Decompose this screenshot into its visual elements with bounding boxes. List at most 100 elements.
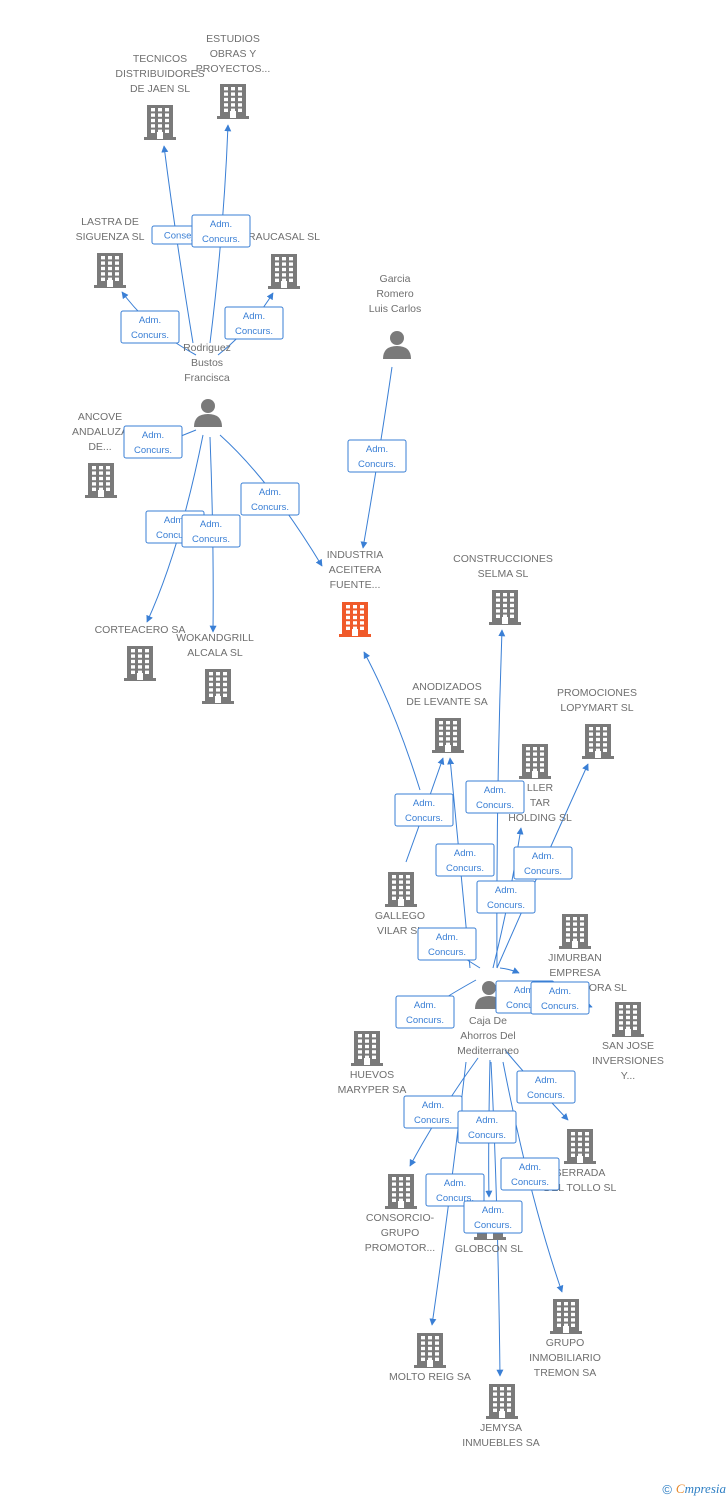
edge-label-text: Concurs. bbox=[506, 1000, 544, 1011]
node-label: WOKANDGRILL bbox=[176, 632, 254, 644]
building-icon bbox=[519, 744, 551, 779]
edge-label[interactable]: Adm.Concurs. bbox=[425, 1173, 485, 1207]
node-label: CONSTRUCCIONES bbox=[453, 553, 553, 565]
node-label: ALCALA SL bbox=[187, 647, 243, 659]
edge-label[interactable]: Adm. Concurs. bbox=[395, 995, 455, 1029]
edge-label-text: Adm. bbox=[436, 932, 458, 943]
node-label: ANDALUZA bbox=[72, 426, 128, 438]
node-label: TAR bbox=[530, 797, 551, 809]
edge-label[interactable]: Adm.Concurs. bbox=[530, 981, 590, 1015]
edge-label-text: Concurs. bbox=[202, 234, 240, 245]
node-label: Luis Carlos bbox=[369, 303, 422, 315]
building-icon bbox=[489, 590, 521, 625]
node-label: Garcia bbox=[380, 273, 411, 285]
node-corteacero[interactable]: CORTEACERO SA bbox=[95, 624, 186, 681]
edge-label[interactable]: Adm. Concurs. bbox=[191, 214, 251, 248]
node-label: INDUSTRIA bbox=[327, 549, 384, 561]
edge-label-box bbox=[463, 1200, 523, 1234]
edge-label[interactable]: Adm.Concurs. bbox=[394, 793, 454, 827]
edge-label-text: Adm. bbox=[414, 1000, 436, 1011]
node-jemysa[interactable]: JEMYSA INMUEBLES SA bbox=[462, 1384, 540, 1449]
edge-label[interactable]: Adm.Concurs. bbox=[224, 306, 284, 340]
node-industria[interactable]: INDUSTRIAACEITERAFUENTE... bbox=[327, 549, 384, 637]
node-construcciones[interactable]: CONSTRUCCIONES SELMA SL bbox=[453, 553, 553, 625]
edge-label[interactable]: Adm.Concurs. bbox=[500, 1157, 560, 1191]
edge-label-text: Concurs. bbox=[436, 1193, 474, 1204]
node-wokandgrill[interactable]: WOKANDGRILL ALCALA SL bbox=[176, 632, 254, 704]
building-icon bbox=[94, 253, 126, 288]
edge-label-text: Adm. bbox=[259, 487, 281, 498]
edge-label-text: Adm. bbox=[454, 848, 476, 859]
edge-label-text: Concurs. bbox=[156, 530, 194, 541]
node-label: Y... bbox=[621, 1070, 635, 1082]
edge-label-text: Concurs. bbox=[468, 1130, 506, 1141]
node-label: EMPRESA bbox=[549, 967, 600, 979]
edge-label-box bbox=[457, 1110, 517, 1144]
building-icon bbox=[85, 463, 117, 498]
edge-label-box bbox=[425, 1173, 485, 1207]
node-label: TECNICOS bbox=[133, 53, 187, 65]
edge-label[interactable]: Adm.Concurs. bbox=[120, 310, 180, 344]
node-raucasal[interactable]: RAUCASAL SL bbox=[248, 231, 320, 289]
node-label: CONSORCIO- bbox=[366, 1212, 435, 1224]
edge-label-text: Concurs. bbox=[235, 326, 273, 337]
edge-label[interactable]: Adm.Concurs. bbox=[465, 780, 525, 814]
edge-label[interactable]: Adm.Concurs. bbox=[463, 1200, 523, 1234]
node-label: INMUEBLES SA bbox=[462, 1437, 540, 1449]
node-label: GRUPO bbox=[381, 1227, 420, 1239]
edge-label[interactable]: Adm.Concurs. bbox=[476, 880, 536, 914]
edge-label-text: Adm. bbox=[210, 219, 232, 230]
node-label: SELMA SL bbox=[478, 568, 529, 580]
node-label: ANCOVE bbox=[78, 411, 122, 423]
edge-label[interactable]: Adm.Concurs. bbox=[181, 514, 241, 548]
edge-label[interactable]: Adm.Concurs. bbox=[417, 927, 477, 961]
node-sanjose[interactable]: SAN JOSEINVERSIONESY... bbox=[592, 1002, 664, 1082]
building-icon bbox=[268, 254, 300, 289]
edge-label-box bbox=[500, 1157, 560, 1191]
edge-label[interactable]: Adm.Concurs. bbox=[457, 1110, 517, 1144]
building-icon bbox=[339, 602, 371, 637]
edge-label[interactable]: Adm.Concurs. bbox=[435, 843, 495, 877]
edge-label-box bbox=[417, 927, 477, 961]
node-consorcio[interactable]: CONSORCIO- GRUPO PROMOTOR... bbox=[365, 1174, 435, 1254]
node-label: JEMYSA bbox=[480, 1422, 522, 1434]
node-ancove[interactable]: ANCOVEANDALUZADE... bbox=[72, 411, 128, 498]
edge-label-box bbox=[516, 1070, 576, 1104]
edge-label[interactable]: Adm.Concurs. bbox=[347, 439, 407, 473]
person-icon bbox=[194, 399, 222, 427]
node-label: Mediterraneo bbox=[457, 1045, 519, 1057]
node-label: Romero bbox=[376, 288, 414, 300]
edge-label-text: Concurs. bbox=[406, 1015, 444, 1026]
node-label: PROMOTOR... bbox=[365, 1242, 435, 1254]
edge-label-text: Adm. bbox=[164, 515, 186, 526]
node-label: VILAR SL bbox=[377, 925, 423, 937]
edge-label[interactable]: Adm.Concurs. bbox=[123, 425, 183, 459]
edge-label[interactable]: Adm.Concurs. bbox=[240, 482, 300, 516]
edge-label-box bbox=[120, 310, 180, 344]
building-icon bbox=[385, 872, 417, 907]
node-molto[interactable]: MOLTO REIG SA bbox=[389, 1333, 471, 1383]
edge-label[interactable]: Adm.Concurs. bbox=[516, 1070, 576, 1104]
edge-label-text: Adm. bbox=[200, 519, 222, 530]
edge-label-text: Adm. bbox=[514, 985, 536, 996]
footer-brand: © Cmpresia bbox=[662, 1478, 728, 1500]
edge-label[interactable]: Adm.Concurs. bbox=[403, 1095, 463, 1129]
edge-label[interactable]: Adm.Concurs. bbox=[513, 846, 573, 880]
node-label: LLER bbox=[527, 782, 554, 794]
node-label: GLOBCON SL bbox=[455, 1243, 523, 1255]
